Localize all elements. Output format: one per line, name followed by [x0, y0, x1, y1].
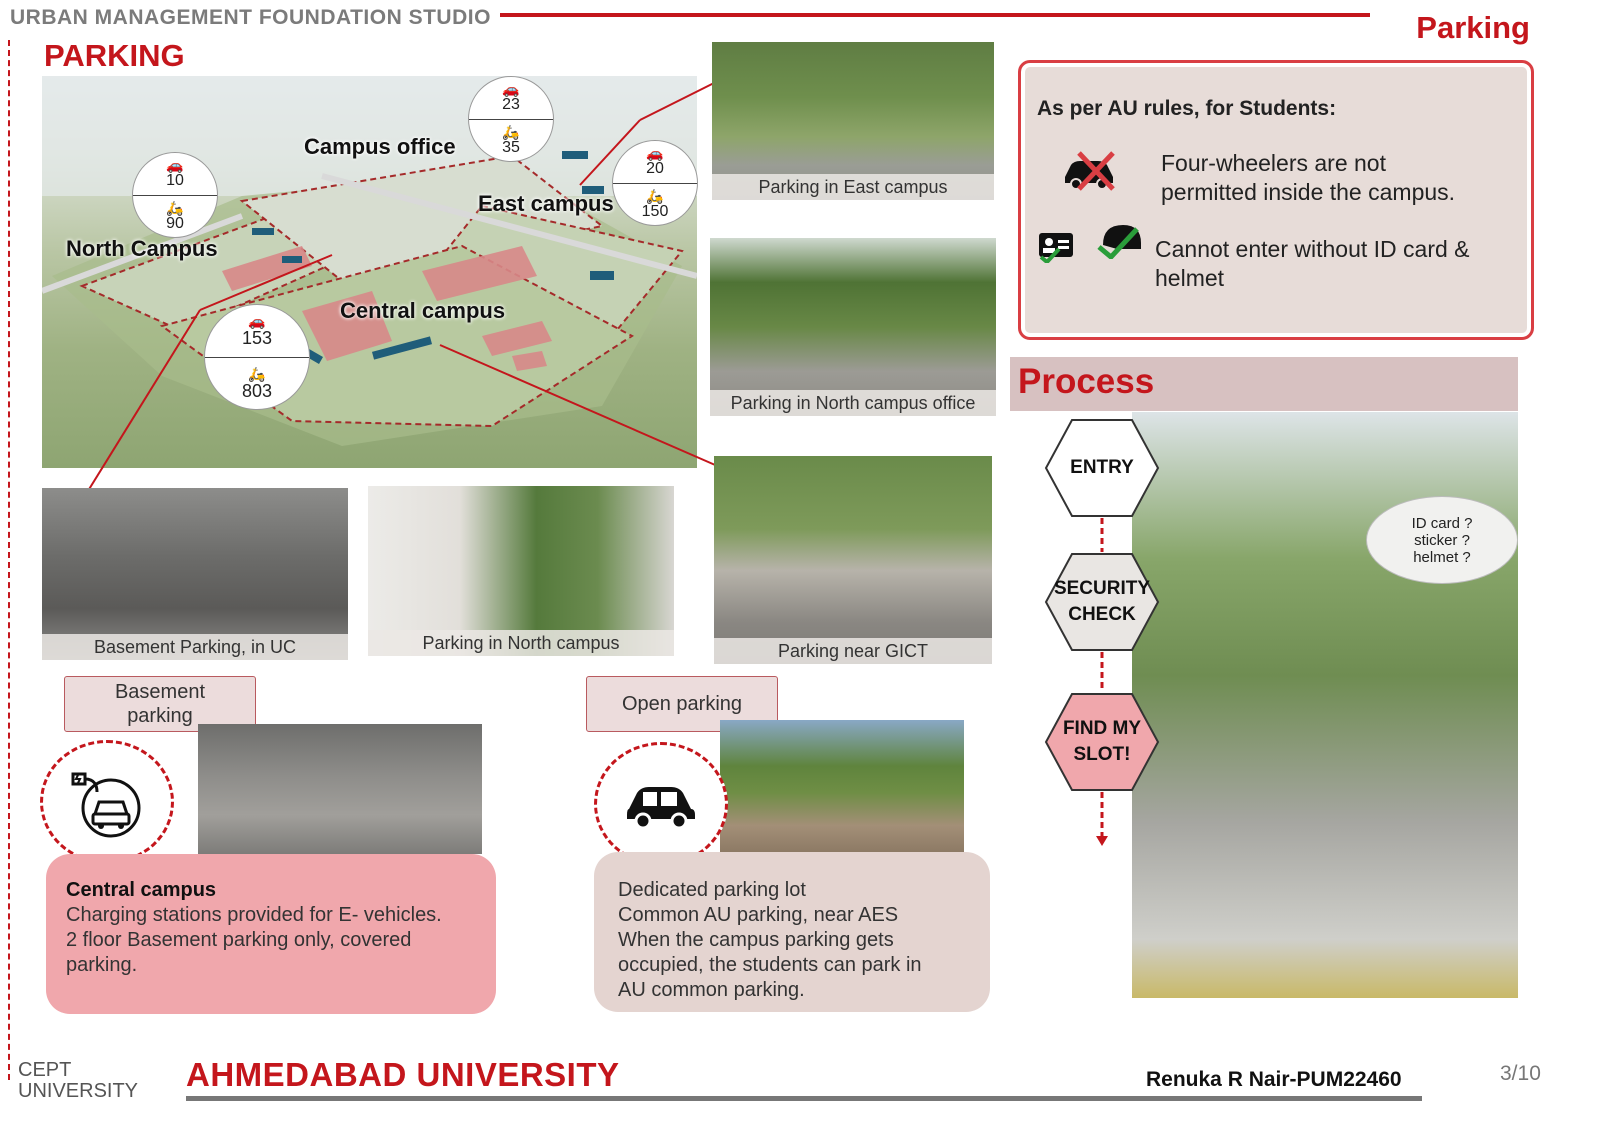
count-bubble-north: 🚗10 🛵90	[132, 152, 218, 238]
rule2-line1: Cannot enter without ID card &	[1155, 236, 1470, 262]
speech-line: sticker ?	[1414, 531, 1470, 549]
car-icon	[627, 787, 695, 829]
car-icon: 🚗	[502, 81, 520, 97]
rule-four-wheelers: Four-wheelers are not permitted inside t…	[1161, 149, 1455, 207]
header-rule	[500, 13, 1370, 17]
cept-logo-line1: CEPT	[18, 1059, 72, 1081]
count-bubble-campus-office: 🚗23 🛵35	[468, 76, 554, 162]
note-open-line: Dedicated parking lot	[618, 879, 806, 901]
label-north-campus: North Campus	[66, 236, 218, 261]
rule1-line1: Four-wheelers are not	[1161, 150, 1386, 176]
photo-east-campus: Parking in East campus	[712, 42, 994, 200]
cept-logo-line2: UNIVERSITY	[18, 1080, 139, 1102]
speech-line: helmet ?	[1413, 548, 1471, 566]
process-flow-shapes	[1044, 419, 1160, 846]
label-east-campus: East campus	[478, 191, 614, 216]
caption-north-campus-office: Parking in North campus office	[710, 390, 996, 416]
note-central-line: 2 floor Basement parking only, covered	[66, 929, 412, 951]
note-open-line: occupied, the students can park in	[618, 954, 922, 976]
speech-bubble-questions: ID card ? sticker ? helmet ?	[1366, 496, 1518, 584]
note-open-line: AU common parking.	[618, 979, 805, 1001]
car-icon: 🚗	[166, 157, 184, 173]
footer-rule	[186, 1096, 1422, 1101]
scooter-icon: 🛵	[646, 188, 664, 204]
step-entry: ENTRY	[1070, 457, 1134, 478]
scooter-icon: 🛵	[248, 365, 266, 382]
car-count: 23	[502, 96, 520, 113]
caption-gict: Parking near GICT	[714, 638, 992, 664]
author-name: Renuka R Nair-PUM22460	[1146, 1068, 1402, 1091]
au-rules-box: As per AU rules, for Students: Four-whee…	[1018, 60, 1534, 340]
count-bubble-east: 🚗20 🛵150	[612, 140, 698, 226]
helmet-icon	[1097, 219, 1145, 264]
section-title: PARKING	[44, 38, 185, 73]
step-find-my-slot: FIND MY SLOT!	[1062, 718, 1142, 765]
rule-id-helmet: Cannot enter without ID card & helmet	[1155, 235, 1470, 293]
process-band	[1010, 357, 1518, 411]
id-card-icon	[1037, 227, 1077, 268]
tag-basement-line1: Basement	[114, 681, 206, 703]
page-number: 3/10	[1500, 1062, 1541, 1085]
speech-line: ID card ?	[1411, 514, 1473, 532]
label-campus-office: Campus office	[304, 134, 456, 159]
two-wheeler-count: 90	[166, 215, 184, 232]
car-icon-circle	[594, 742, 728, 866]
tag-basement-line2: parking	[127, 705, 193, 727]
scooter-icon: 🛵	[166, 200, 184, 216]
rules-heading: As per AU rules, for Students:	[1037, 97, 1337, 120]
ev-charging-icon	[71, 772, 141, 838]
caption-basement-uc: Basement Parking, in UC	[42, 634, 348, 660]
car-count: 10	[166, 172, 184, 189]
count-bubble-central: 🚗153 🛵803	[204, 304, 310, 410]
note-open-line: Common AU parking, near AES	[618, 904, 899, 926]
caption-east-campus: Parking in East campus	[712, 174, 994, 200]
photo-basement-uc: Basement Parking, in UC	[42, 488, 348, 660]
photo-gict: Parking near GICT	[714, 456, 992, 664]
label-central-campus: Central campus	[340, 298, 506, 323]
note-open-line: When the campus parking gets	[618, 929, 894, 951]
rule1-line2: permitted inside the campus.	[1161, 179, 1456, 205]
photo-north-campus: Parking in North campus	[368, 486, 674, 656]
note-central-heading: Central campus	[66, 879, 217, 901]
tag-basement-parking: Basement parking	[64, 676, 256, 732]
caption-north-campus: Parking in North campus	[368, 630, 674, 656]
campus-aerial-map: Campus office East campus North Campus C…	[42, 76, 697, 468]
scooter-icon: 🛵	[502, 124, 520, 140]
note-open-parking: Dedicated parking lot Common AU parking,…	[594, 852, 990, 1012]
car-count: 153	[241, 327, 273, 348]
photo-open-parking	[720, 720, 964, 852]
cept-logo: CEPT UNIVERSITY	[18, 1060, 138, 1102]
note-central-line: parking.	[66, 954, 138, 976]
step-security-check: SECURITY CHECK	[1053, 578, 1151, 625]
two-wheeler-count: 35	[502, 139, 520, 156]
note-central-campus: Central campus Charging stations provide…	[46, 854, 496, 1014]
photo-ev-charging-basement	[198, 724, 482, 854]
car-icon: 🚗	[248, 312, 266, 329]
no-car-icon	[1061, 151, 1121, 196]
note-central-line: Charging stations provided for E- vehicl…	[66, 904, 442, 926]
studio-title: URBAN MANAGEMENT FOUNDATION STUDIO	[10, 6, 491, 29]
rule2-line2: helmet	[1155, 265, 1225, 291]
left-dashed-rule	[8, 40, 10, 1080]
process-title: Process	[1018, 362, 1155, 401]
university-name: AHMEDABAD UNIVERSITY	[186, 1056, 620, 1093]
two-wheeler-count: 150	[641, 203, 669, 220]
car-icon: 🚗	[646, 145, 664, 161]
two-wheeler-count: 803	[241, 380, 273, 401]
ev-charging-icon-circle	[40, 740, 174, 864]
photo-north-campus-office: Parking in North campus office	[710, 238, 996, 416]
car-count: 20	[646, 160, 664, 177]
topic-title: Parking	[1416, 10, 1530, 45]
